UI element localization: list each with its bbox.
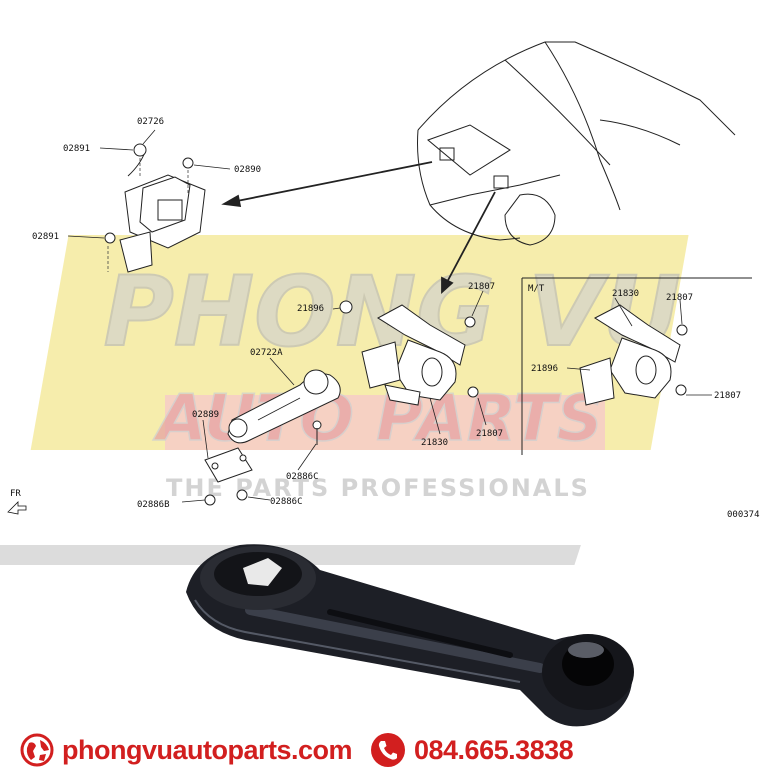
- globe-icon: [20, 733, 54, 767]
- phone-icon: [371, 733, 405, 767]
- pointer-arrows: [221, 161, 496, 295]
- callout-02889: 02889: [192, 410, 220, 420]
- callout-21896: 21896: [297, 304, 325, 314]
- callout-mt-21807-lower: 21807: [714, 391, 742, 401]
- callout-mt-21896: 21896: [531, 364, 559, 374]
- mt-section-label: M/T: [528, 284, 545, 294]
- callout-02726: 02726: [137, 117, 165, 127]
- leader-lines: [67, 129, 712, 503]
- torque-rod-assembly: [204, 300, 353, 506]
- front-arrow-icon: [7, 501, 27, 515]
- front-marker: FR: [7, 489, 27, 515]
- callout-02886c-lower: 02886C: [270, 497, 303, 507]
- footer-website[interactable]: phongvuautoparts.com: [20, 728, 353, 772]
- callout-02890: 02890: [234, 165, 262, 175]
- callout-21807-lower: 21807: [476, 429, 504, 439]
- callout-02722a: 02722A: [250, 348, 283, 358]
- car-outline: [417, 41, 736, 246]
- mt-rear-mount: [579, 304, 688, 406]
- torque-rod-photo: [186, 544, 634, 727]
- front-marker-label: FR: [10, 489, 21, 499]
- watermark-brand-line2: AUTO PARTS: [152, 382, 603, 456]
- mt-section-frame: [521, 277, 752, 455]
- footer-phone[interactable]: 084.665.3838: [370, 728, 574, 772]
- callout-mt-21807-upper: 21807: [666, 293, 694, 303]
- callout-02891-top: 02891: [63, 144, 91, 154]
- phone-text: 084.665.3838: [414, 734, 574, 765]
- rear-mount-bracket: [361, 304, 479, 406]
- mount-guides: [107, 158, 189, 272]
- callout-02886b: 02886B: [137, 500, 170, 510]
- callout-mt-21830: 21830: [612, 289, 640, 299]
- engine-mount-top: [104, 143, 206, 273]
- callout-02891-bottom: 02891: [32, 232, 60, 242]
- callout-21830: 21830: [421, 438, 449, 448]
- website-text: phongvuautoparts.com: [62, 734, 353, 765]
- callout-21807-upper: 21807: [468, 282, 496, 292]
- watermark-tagline: THE PARTS PROFESSIONALS: [166, 474, 590, 502]
- callout-02886c-upper: 02886C: [286, 472, 319, 482]
- figure-code: 000374: [727, 510, 760, 520]
